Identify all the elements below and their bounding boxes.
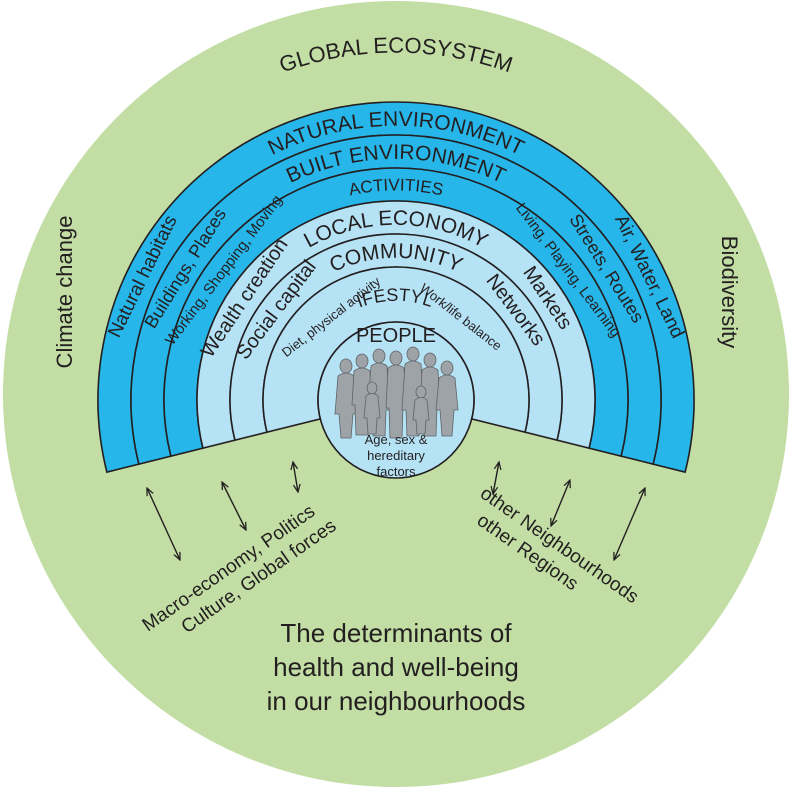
core-line-2: hereditary (367, 448, 425, 463)
caption-line-1: The determinants of (280, 618, 512, 648)
caption-line-2: health and well-being (273, 652, 519, 682)
arrow-left-inner (293, 462, 298, 492)
arrow-right-middle (551, 480, 570, 526)
core-line-3: factors (376, 464, 416, 479)
arrow-left-outer (147, 488, 180, 560)
core-line-1: Age, sex & (365, 432, 428, 447)
people-icon (334, 346, 459, 439)
core-title: PEOPLE (356, 325, 436, 347)
climate-change-label: Climate change (52, 216, 77, 369)
caption-line-3: in our neighbourhoods (267, 686, 526, 716)
arrow-right-outer (614, 488, 645, 560)
connector-arrows (147, 462, 645, 560)
arrow-right-inner (493, 462, 499, 494)
biodiversity-label: Biodiversity (717, 236, 742, 348)
arrow-left-middle (222, 482, 246, 530)
